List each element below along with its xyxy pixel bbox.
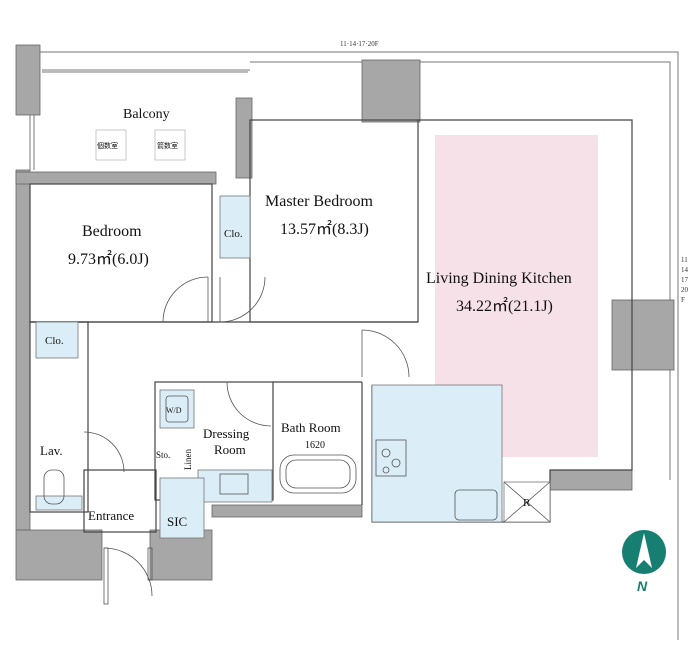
refrigerator-label: R bbox=[523, 497, 531, 509]
master-bedroom-area: 13.57㎡(8.3J) bbox=[280, 220, 369, 238]
vanity-basin bbox=[43, 469, 65, 505]
bedroom-area: 9.73㎡(6.0J) bbox=[68, 250, 149, 268]
svg-text:20: 20 bbox=[681, 286, 689, 294]
dressing-room-label-1: Dressing bbox=[203, 426, 250, 441]
svg-text:11: 11 bbox=[681, 256, 688, 264]
master-bedroom-label: Master Bedroom bbox=[265, 193, 374, 210]
balcony-unit-b: 箭数室 bbox=[157, 141, 178, 150]
sic-label: SIC bbox=[167, 514, 187, 529]
master-closet-label: Clo. bbox=[224, 228, 243, 240]
wet-areas bbox=[35, 195, 551, 539]
compass-icon bbox=[622, 530, 666, 574]
bath-size-label: 1620 bbox=[305, 440, 325, 451]
side-floor-note: 11 14 17 20 F bbox=[681, 256, 689, 304]
floor-note: 11·14·17·20F bbox=[340, 40, 379, 48]
fixtures bbox=[43, 129, 551, 523]
kitchen-sink bbox=[454, 489, 498, 521]
washer-dryer-label: W/D bbox=[166, 406, 182, 415]
compass-north-label: N bbox=[637, 578, 648, 594]
balcony-unit-a: 個数室 bbox=[97, 141, 118, 150]
bath-room-label: Bath Room bbox=[281, 420, 341, 435]
balcony-label: Balcony bbox=[123, 107, 170, 122]
svg-text:14: 14 bbox=[681, 266, 689, 274]
bedroom-label: Bedroom bbox=[82, 223, 142, 240]
door-swings bbox=[83, 276, 410, 605]
storage-label: Sto. bbox=[156, 450, 170, 460]
svg-text:F: F bbox=[681, 296, 685, 304]
lavatory-label: Lav. bbox=[40, 443, 63, 458]
bathtub bbox=[279, 454, 357, 494]
entrance-label: Entrance bbox=[88, 508, 134, 523]
stove bbox=[375, 439, 407, 477]
svg-text:17: 17 bbox=[681, 276, 689, 284]
ldk-area: 34.22㎡(21.1J) bbox=[456, 297, 553, 315]
ldk-label: Living Dining Kitchen bbox=[426, 270, 572, 287]
linen-label: Linen bbox=[183, 449, 193, 470]
bedroom-closet-label: Clo. bbox=[45, 335, 64, 347]
dressing-room-label-2: Room bbox=[214, 442, 246, 457]
